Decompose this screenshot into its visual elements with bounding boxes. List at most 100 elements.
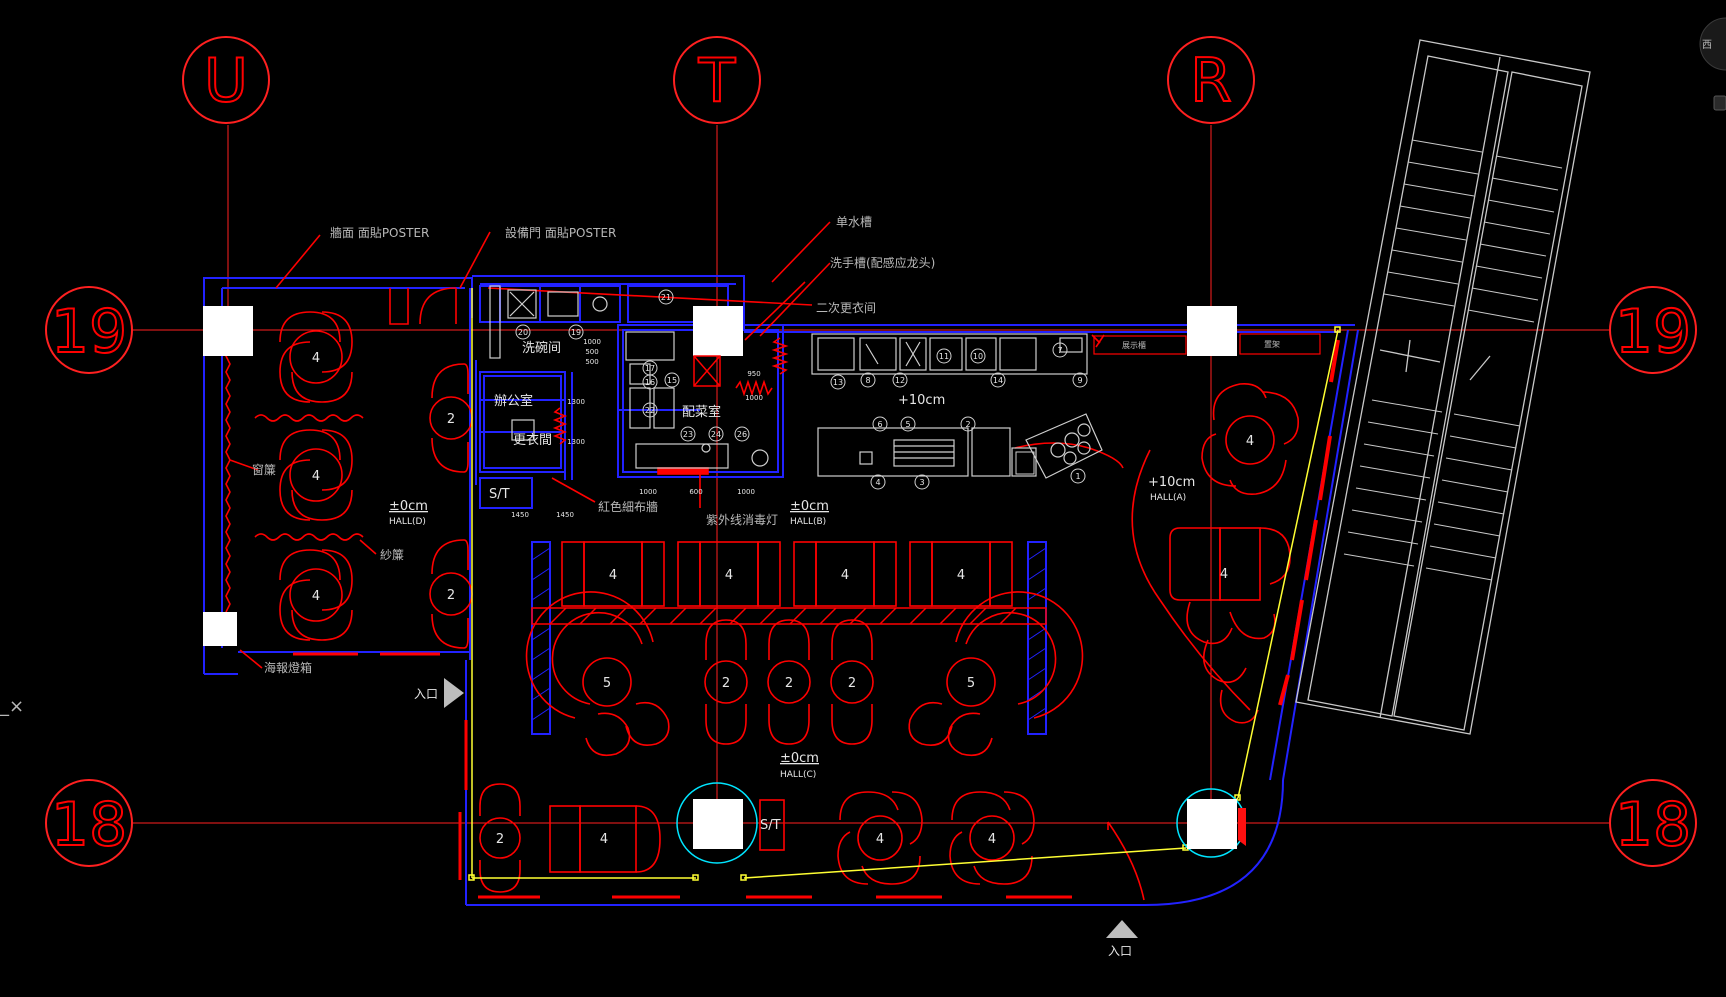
equipment-number: 1 <box>1075 472 1080 481</box>
display-boxes <box>1093 333 1321 355</box>
dimensions: 1000 500 500 1000 1000 1000 600 950 1450… <box>511 338 763 519</box>
equipment-number: 11 <box>939 352 949 361</box>
viewcube-icon[interactable] <box>1699 17 1726 71</box>
center-pair-3 <box>830 619 874 745</box>
note-red-curtain-wall: 紅色細布牆 <box>598 499 658 514</box>
furniture <box>225 221 1340 901</box>
dimension: 1450 <box>511 511 529 519</box>
column-r19 <box>1187 306 1237 356</box>
note-curtain: 窗簾 <box>252 462 276 477</box>
seat-count: 4 <box>1220 567 1228 582</box>
booth-4 <box>909 541 1013 607</box>
column-t18 <box>693 799 743 849</box>
room-office: 辦公室 <box>494 393 533 409</box>
dimension: 1300 <box>567 438 585 446</box>
seat-count: 2 <box>722 676 730 691</box>
viewcube-handle-icon[interactable] <box>1713 95 1726 111</box>
hall-a-round-4 <box>1201 382 1300 496</box>
center-pair-2 <box>767 619 811 745</box>
walls <box>203 275 1359 906</box>
grid-bubble-labels: U T R 19 19 18 18 <box>50 45 1692 861</box>
room-changing: 更衣間 <box>513 432 552 448</box>
hall-a-label: HALL(A) <box>1150 493 1186 503</box>
halfmoon-sofa-left <box>525 591 670 757</box>
dimension: 1000 <box>745 394 763 402</box>
hall-a-booth-4 <box>1169 527 1291 724</box>
equipment-numbers: 1 2 3 4 5 6 7 8 9 10 11 12 13 14 15 16 1… <box>518 293 1083 487</box>
hall-b-label: HALL(B) <box>790 517 826 527</box>
dimension: 1300 <box>567 398 585 406</box>
equipment-number: 14 <box>993 376 1003 385</box>
grid-label-u: U <box>204 46 248 116</box>
equipment-number: 16 <box>645 378 655 387</box>
grid-label-19-right: 19 <box>1615 297 1691 367</box>
equipment-number: 7 <box>1057 346 1062 355</box>
hall-d-label: HALL(D) <box>389 517 426 527</box>
equipment-number: 8 <box>865 376 870 385</box>
dimension: 1450 <box>556 511 574 519</box>
seat-count: 4 <box>988 832 996 847</box>
equipment-number-bubbles <box>515 289 1088 490</box>
room-dishwashing: 洗碗间 <box>522 340 561 356</box>
note-door-poster: 設備門 面貼POSTER <box>505 225 616 240</box>
note-wall-poster: 牆面 面貼POSTER <box>330 225 429 240</box>
seat-count: 4 <box>312 589 320 604</box>
level-hall-b: ±0cm <box>790 499 829 514</box>
halfmoon-sofa-right <box>908 591 1084 757</box>
booth-3 <box>793 541 897 607</box>
dimension: 500 <box>585 348 598 356</box>
equipment-number: 5 <box>905 420 910 429</box>
dimension: 1000 <box>737 488 755 496</box>
equipment-number: 17 <box>645 364 655 373</box>
seat-count: 2 <box>496 832 504 847</box>
seat-count: 4 <box>725 568 733 583</box>
seat-count: 5 <box>967 676 975 691</box>
ucs-cursor-icon: _× <box>0 696 24 717</box>
escalators <box>1295 39 1591 735</box>
level-tags: ±0cm HALL(D) ±0cm HALL(B) ±0cm HALL(C) +… <box>389 393 1195 780</box>
note-second-changing: 二次更衣间 <box>816 300 876 315</box>
seat-count: 2 <box>785 676 793 691</box>
column-r18 <box>1187 799 1237 849</box>
room-prep: 配菜室 <box>682 404 721 420</box>
equipment-number: 24 <box>711 430 721 439</box>
grid-label-t: T <box>698 46 736 116</box>
equipment-number: 19 <box>571 328 581 337</box>
equipment-number: 21 <box>661 293 671 302</box>
note-hand-sink: 洗手槽(配感应龙头) <box>830 255 935 270</box>
entrance-labels: 入口 入口 <box>414 687 1132 958</box>
seat-count: 4 <box>876 832 884 847</box>
annotations: 牆面 面貼POSTER 設備門 面貼POSTER 单水槽 洗手槽(配感应龙头) … <box>252 215 1280 675</box>
escalator-treads <box>1343 139 1563 581</box>
kitchen-glyph <box>1015 451 1035 475</box>
equipment-number: 4 <box>875 478 880 487</box>
entrance-left-arrow-icon <box>444 678 464 708</box>
wall-hatching <box>531 547 1047 721</box>
room-st-top: S/T <box>489 487 510 502</box>
seat-count: 2 <box>447 588 455 603</box>
seat-count: 4 <box>1246 434 1254 449</box>
grid-label-r: R <box>1190 46 1232 116</box>
equipment-number: 2 <box>965 420 970 429</box>
booth-1 <box>561 541 665 607</box>
hall-c-label: HALL(C) <box>780 770 816 780</box>
note-uv-lamp: 紫外线消毒灯 <box>706 513 778 527</box>
note-single-sink: 单水槽 <box>836 215 872 229</box>
equipment-number: 6 <box>877 420 882 429</box>
equipment-number: 23 <box>683 430 693 439</box>
kitchen-equipment <box>489 285 1103 479</box>
center-pair-1 <box>704 619 748 745</box>
entrance-bottom-label: 入口 <box>1108 944 1132 958</box>
booth-2 <box>677 541 781 607</box>
grid-label-18-right: 18 <box>1615 790 1691 860</box>
column-r18-marker <box>1238 808 1246 846</box>
dimension: 500 <box>585 358 598 366</box>
column-u19 <box>203 306 253 356</box>
seat-count: 4 <box>841 568 849 583</box>
seat-count: 5 <box>603 676 611 691</box>
prep-sink <box>693 355 721 387</box>
note-display-cabinet: 展示櫃 <box>1122 340 1146 350</box>
level-hall-c: ±0cm <box>780 751 819 766</box>
grid-bubbles <box>45 36 1697 867</box>
